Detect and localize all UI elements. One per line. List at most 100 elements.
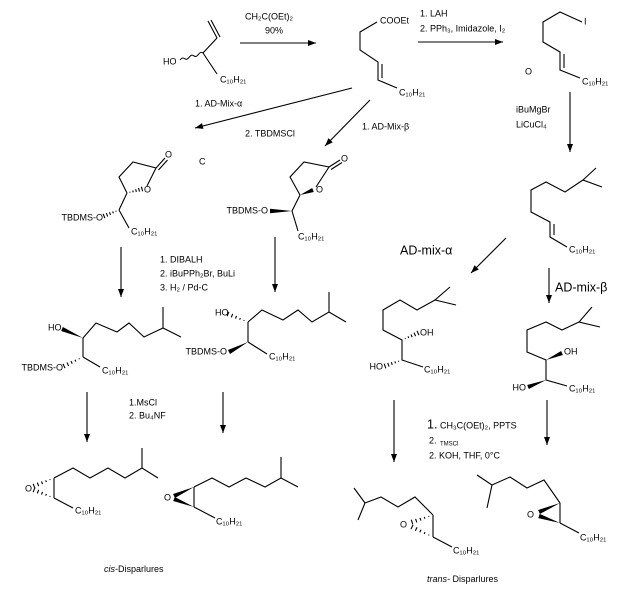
double-bond: [328, 159, 341, 168]
bond: [491, 476, 561, 504]
ester-alkyl: C₁₀H₂₁: [399, 87, 425, 97]
bond: [53, 467, 159, 479]
arrow-head-icon: [308, 40, 316, 46]
step1-reagent: CH₂C(OEt)₂: [245, 11, 293, 21]
hash-bond: [407, 336, 410, 339]
lactone2-alkyl: C₁₀H₂₁: [298, 231, 324, 241]
wedge-bond: [538, 503, 560, 515]
trans-prefix: trans-: [427, 574, 450, 584]
hash-bond: [239, 317, 241, 320]
arrow-head-icon: [220, 425, 226, 433]
reaction-arrow: [470, 237, 507, 274]
hash-bond: [416, 330, 420, 336]
wedge-bond: [527, 380, 546, 390]
bond: [291, 194, 301, 212]
hash-bond: [108, 212, 112, 216]
double-bond: [207, 20, 218, 39]
hash-bond: [102, 213, 106, 219]
hash-bond: [414, 527, 418, 531]
label-o: O: [525, 66, 532, 76]
cis-name: Disparlures: [118, 564, 164, 574]
diol3-oh: OH: [420, 327, 434, 337]
ad-mix-beta-label: AD-mix-β: [555, 280, 607, 294]
bond: [432, 536, 453, 548]
hash-bond: [234, 315, 238, 319]
bond: [118, 161, 157, 194]
hash-bond: [36, 482, 40, 487]
reduction-line2: 2. iBuPPh₂Br, BuLi: [160, 268, 235, 278]
diol1-alkyl: C₁₀H₂₁: [102, 365, 128, 375]
bond: [118, 192, 128, 211]
step3-line1: iBuMgBr: [516, 104, 551, 114]
reaction-arrow: [194, 87, 353, 129]
epoxide2-o: O: [164, 492, 171, 502]
wedge-bond: [538, 513, 560, 523]
wavy-bond: [179, 51, 204, 61]
epoxide4-o: O: [527, 509, 534, 519]
arrow-head-icon: [495, 39, 503, 45]
bond: [364, 496, 434, 516]
bond: [559, 522, 580, 534]
arrow-head-icon: [544, 437, 550, 445]
hash-bond: [226, 311, 230, 317]
hash-bond: [40, 481, 44, 485]
bond: [202, 37, 218, 54]
diol1-ho: HO: [48, 322, 62, 332]
ester-cooet: COOEt: [380, 15, 410, 25]
diol2-alkyl: C₁₀H₂₁: [269, 351, 295, 361]
epoxide3-o: O: [400, 519, 407, 529]
hash-bond: [140, 186, 144, 192]
bond: [581, 167, 603, 188]
bond: [118, 209, 130, 229]
arrow-head-icon: [567, 144, 573, 152]
bond: [202, 52, 218, 75]
trans-name: Disparlures: [450, 574, 499, 584]
diol4-ho: HO: [513, 382, 527, 392]
reduction-line1: 1. DIBALH: [160, 254, 203, 264]
bond: [353, 487, 366, 521]
bond: [82, 356, 101, 368]
diol4-oh: OH: [564, 346, 578, 356]
hash-bond: [45, 493, 47, 496]
bond: [526, 321, 580, 387]
hash-bond: [383, 363, 387, 369]
starting-material-alkyl: C₁₀H₂₁: [220, 74, 246, 84]
bond: [247, 341, 268, 355]
bond: [542, 11, 583, 79]
iodide-i: I: [584, 16, 587, 26]
diol4-alkyl: C₁₀H₂₁: [569, 383, 595, 393]
arrow-head-icon: [272, 284, 278, 292]
bond: [577, 306, 601, 328]
hash-bond: [413, 332, 417, 337]
hash-bond: [230, 313, 234, 318]
epoxide1-alkyl: C₁₀H₂₁: [75, 505, 101, 515]
hash-bond: [410, 334, 413, 338]
double-bond: [155, 157, 166, 169]
hash-bond: [390, 362, 393, 366]
step1-yield: 90%: [265, 25, 283, 35]
arrow-head-icon: [546, 295, 552, 303]
lactone2-carbonyl-o: O: [341, 153, 348, 163]
trans-epox-line2-num: 2.: [429, 435, 437, 445]
hash-bond: [32, 483, 36, 489]
lactone1-ring-o: O: [144, 184, 151, 194]
bond: [476, 474, 493, 509]
bond: [247, 309, 347, 323]
bond: [530, 179, 584, 248]
double-bond: [158, 159, 168, 171]
step2-line1: 1. LAH: [420, 8, 448, 18]
hash-bond: [415, 518, 418, 523]
epoxide4-alkyl: C₁₀H₂₁: [580, 532, 606, 542]
iodide-alkyl: C₁₀H₂₁: [582, 76, 608, 86]
step3-line2: LiCuCl₄: [516, 119, 547, 129]
hash-bond: [419, 517, 422, 521]
diol2-tbdms: TBDMS-O: [186, 346, 228, 356]
hash-bond: [45, 480, 47, 483]
lactone1-alkyl: C₁₀H₂₁: [131, 226, 157, 236]
lactone1-carbonyl-o: O: [165, 149, 172, 159]
bond: [382, 299, 436, 368]
bond: [291, 210, 299, 232]
reaction-arrow: [324, 99, 371, 147]
hash-bond: [105, 212, 109, 217]
hash-bond: [32, 487, 36, 493]
